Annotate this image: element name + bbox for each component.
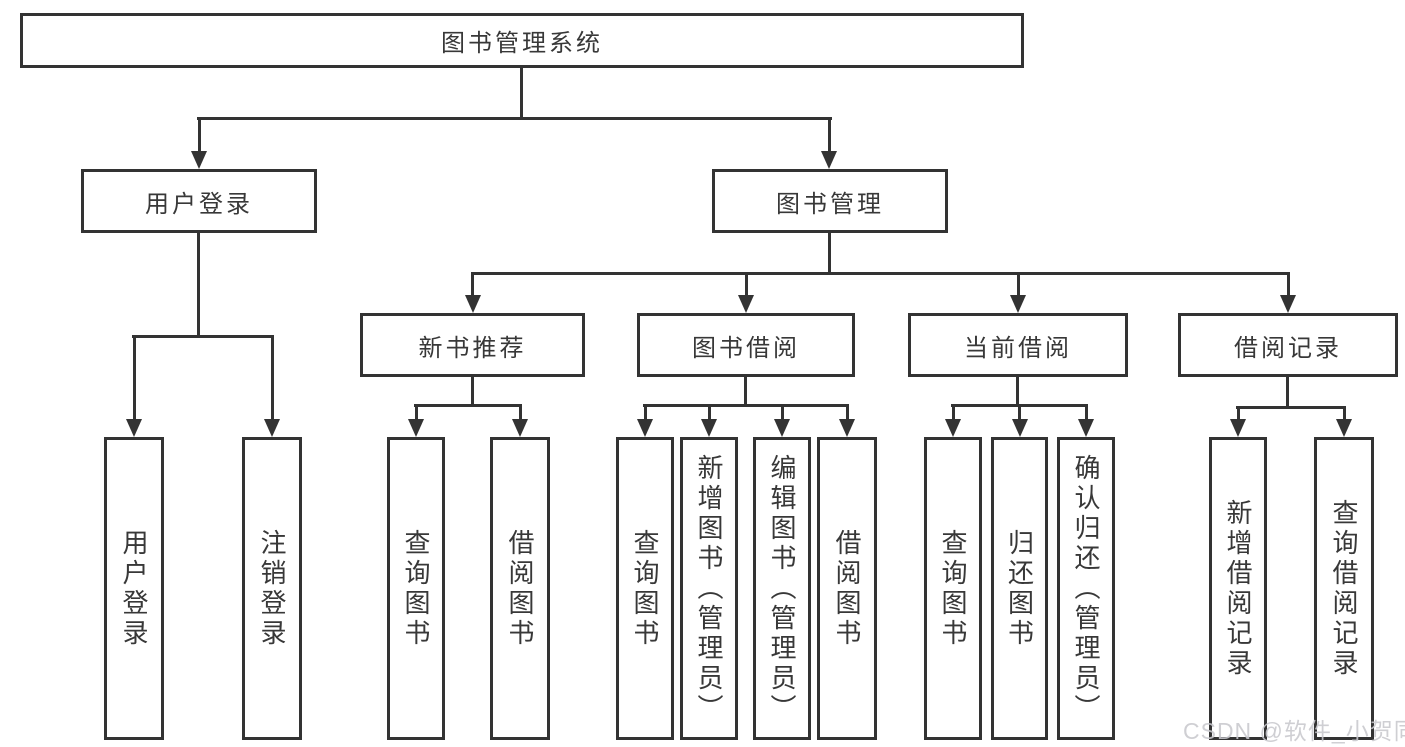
arrow-down-icon xyxy=(774,404,790,437)
node-book-management-group: 图书管理 xyxy=(712,169,948,233)
arrow-down-icon xyxy=(701,404,717,437)
arrow-down-icon xyxy=(1230,406,1246,437)
leaf-borrowing-query-books: 查询图书 xyxy=(616,437,674,740)
arrow-down-icon xyxy=(821,117,837,169)
leaf-recommend-query-books: 查询图书 xyxy=(387,437,445,740)
arrow-down-icon xyxy=(408,404,424,437)
leaf-user-login: 用户登录 xyxy=(104,437,164,740)
leaf-borrowing-borrow-books: 借阅图书 xyxy=(817,437,877,740)
connector-line xyxy=(520,68,523,119)
connector-line xyxy=(1016,377,1019,406)
arrow-down-icon xyxy=(839,404,855,437)
connector-line xyxy=(744,377,747,406)
arrow-down-icon xyxy=(945,404,961,437)
connector-line xyxy=(1286,377,1289,408)
arrow-down-icon xyxy=(1011,404,1028,437)
connector-line xyxy=(414,404,522,407)
leaf-recommend-borrow-books: 借阅图书 xyxy=(490,437,550,740)
arrow-down-icon xyxy=(738,272,754,313)
arrow-down-icon xyxy=(1078,404,1094,437)
leaf-current-return-books: 归还图书 xyxy=(991,437,1048,740)
connector-line xyxy=(197,233,200,337)
leaf-logout: 注销登录 xyxy=(242,437,302,740)
node-current-borrowing: 当前借阅 xyxy=(908,313,1128,377)
arrow-down-icon xyxy=(264,335,280,437)
leaf-borrowing-add-books-admin: 新增图书（管理员） xyxy=(680,437,738,740)
connector-line xyxy=(471,272,1290,275)
arrow-down-icon xyxy=(1336,406,1352,437)
connector-line xyxy=(828,233,831,274)
leaf-current-query-books: 查询图书 xyxy=(924,437,982,740)
node-root-library-system: 图书管理系统 xyxy=(20,13,1024,68)
leaf-borrowing-edit-books-admin: 编辑图书（管理员） xyxy=(753,437,811,740)
arrow-down-icon xyxy=(1280,272,1296,313)
connector-line xyxy=(197,117,832,120)
arrow-down-icon xyxy=(1010,272,1026,313)
arrow-down-icon xyxy=(191,117,207,169)
node-user-login-group: 用户登录 xyxy=(81,169,317,233)
node-book-borrowing: 图书借阅 xyxy=(637,313,855,377)
connector-line xyxy=(643,404,849,407)
arrow-down-icon xyxy=(637,404,653,437)
connector-line xyxy=(1236,406,1346,409)
csdn-watermark: CSDN @软件_小贺同学 xyxy=(1183,718,1405,744)
leaf-records-add-record: 新增借阅记录 xyxy=(1209,437,1267,740)
leaf-current-confirm-return-admin: 确认归还（管理员） xyxy=(1057,437,1115,740)
node-new-book-recommend: 新书推荐 xyxy=(360,313,585,377)
arrow-down-icon xyxy=(464,272,481,313)
leaf-records-query-record: 查询借阅记录 xyxy=(1314,437,1374,740)
arrow-down-icon xyxy=(512,404,528,437)
arrow-down-icon xyxy=(126,335,142,437)
connector-line xyxy=(471,377,474,406)
node-borrowing-records: 借阅记录 xyxy=(1178,313,1398,377)
connector-line xyxy=(132,335,274,338)
